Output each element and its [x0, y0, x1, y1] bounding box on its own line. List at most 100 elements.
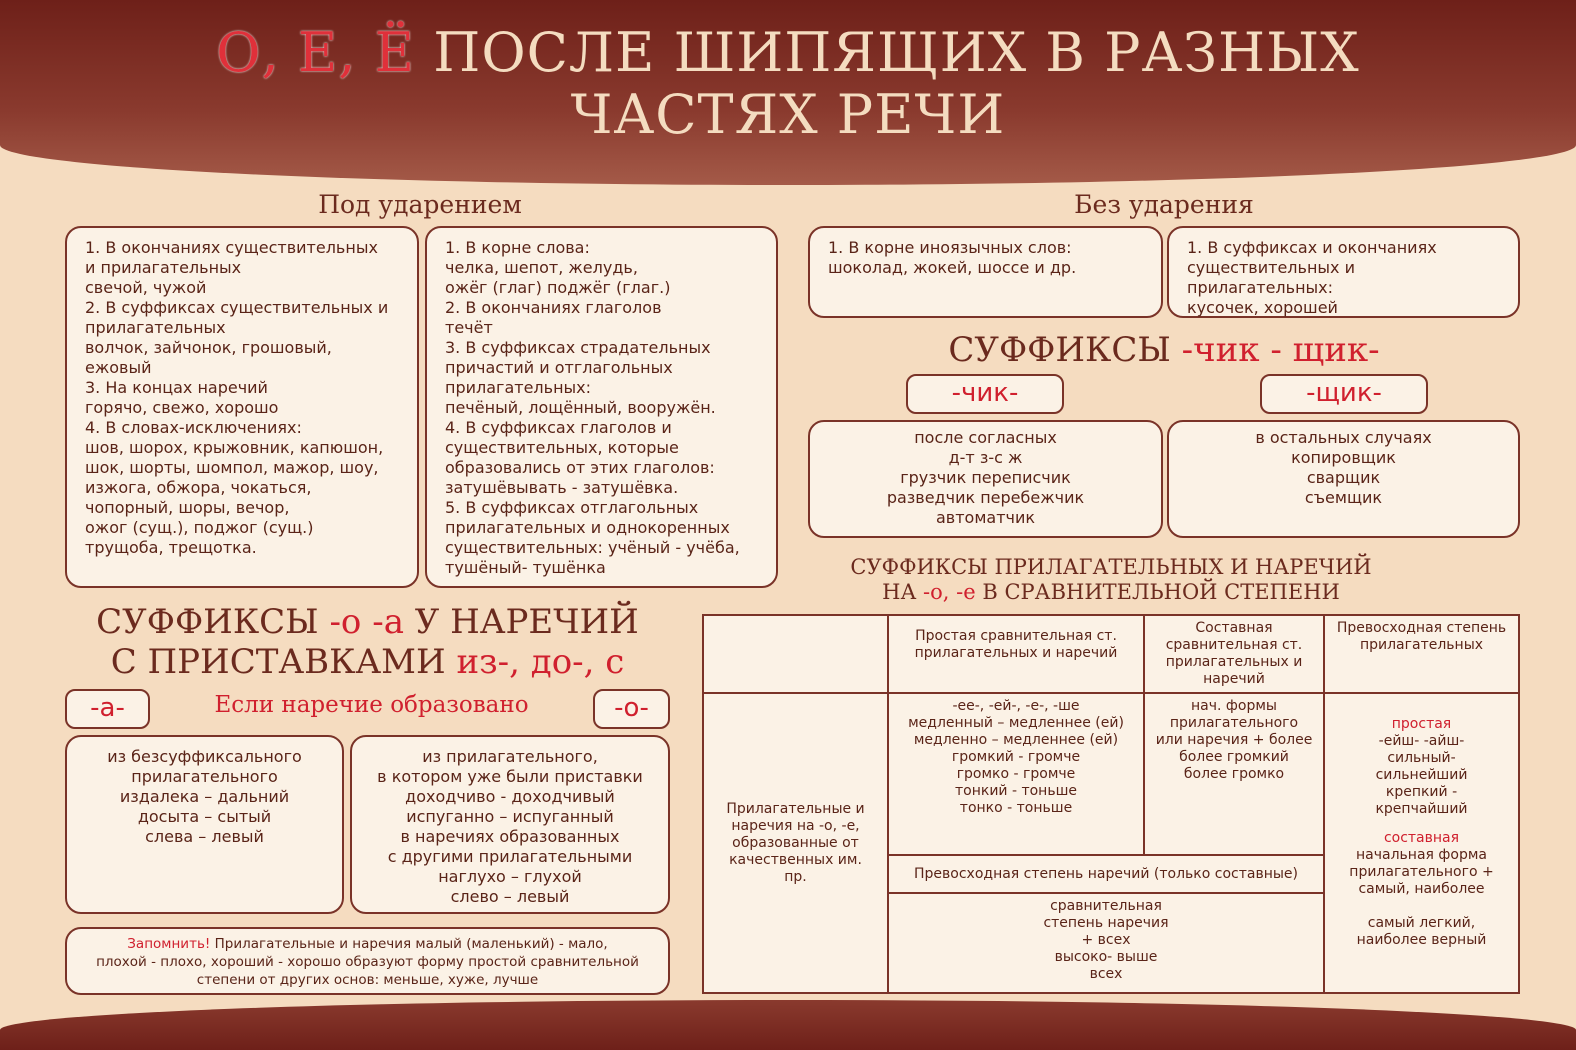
title-line1: ПОСЛЕ ШИПЯЩИХ В РАЗНЫХ [433, 21, 1360, 84]
text-line: волчок, зайчонок, грошовый, [85, 338, 332, 357]
text-line: шоколад, жокей, шоссе и др. [828, 258, 1077, 277]
text-line: нач. формы [1191, 698, 1277, 714]
text-line: всех [1089, 966, 1123, 982]
text-line: в котором уже были приставки [377, 767, 643, 786]
note-label: Запомнить! [127, 936, 211, 952]
adverbs-heading: СУФФИКСЫ -о -а У НАРЕЧИЙ С ПРИСТАВКАМИ и… [65, 602, 670, 682]
text-line: 1. В суффиксах и окончаниях [1187, 238, 1437, 257]
chik-suffixes: -чик - щик- [1181, 330, 1380, 370]
unstressed-col1: 1. В корне иноязычных слов:шоколад, жоке… [808, 226, 1163, 318]
text-line: тонкий - тоньше [954, 783, 1078, 799]
superlative-label: составная [1383, 830, 1460, 846]
text-line: грузчик переписчик [900, 468, 1071, 487]
text-line: существительных и [1187, 258, 1355, 277]
text-line: прилагательных и однокоренных [445, 518, 730, 537]
text-line: крепкий - [1385, 784, 1458, 800]
chik-pill: -чик- [906, 374, 1064, 414]
title-line2: ЧАСТЯХ РЕЧИ [570, 83, 1006, 146]
text-line: прилагательного + [1349, 864, 1494, 880]
text-line: 1. В корне иноязычных слов: [828, 238, 1072, 257]
text-line: прилагательных: [445, 378, 592, 397]
text-line: + всех [1081, 932, 1131, 948]
text-line: 1. В окончаниях существительных [85, 238, 378, 257]
chik-title: СУФФИКСЫ [948, 330, 1171, 370]
text-line: образовались от этих глаголов: [445, 458, 715, 477]
text-line: прилагательных: [1187, 278, 1334, 297]
text-line: прилагательных [85, 318, 226, 337]
comp-h1: СУФФИКСЫ ПРИЛАГАТЕЛЬНЫХ И НАРЕЧИЙ [850, 555, 1372, 579]
note-line: Прилагательные и наречия малый (маленьки… [214, 936, 608, 952]
remember-note: Запомнить! Прилагательные и наречия малы… [65, 927, 670, 995]
text-line: сильнейший [1375, 767, 1468, 783]
adv-h1c: У НАРЕЧИЙ [414, 602, 639, 642]
text-line: челка, шепот, желудь, [445, 258, 638, 277]
text-line: д-т з-с ж [948, 448, 1023, 467]
text-line: с другими прилагательными [387, 847, 633, 866]
text-line: сильный- [1387, 750, 1456, 766]
adverb-condition: Если наречие образовано [214, 692, 529, 718]
text-line: тушёный- тушёнка [445, 558, 606, 577]
text-line: 4. В суффиксах глаголов и [445, 418, 672, 437]
note-line: плохой - плохо, хороший - хорошо образую… [96, 954, 639, 970]
adv-h1b: -о -а [329, 602, 404, 642]
text-line: медленно – медленнее (ей) [913, 732, 1119, 748]
text-line: автоматчик [935, 508, 1036, 527]
text-line: ежовый [85, 358, 152, 377]
text-line: испуганно – испуганный [406, 807, 614, 826]
text-line: затушёвывать - затушёвка. [445, 478, 679, 497]
text-line: после согласных [914, 428, 1057, 447]
text-line: наглухо – глухой [438, 867, 582, 886]
text-line: 3. В суффиксах страдательных [445, 338, 711, 357]
text-line: и прилагательных [85, 258, 242, 277]
empty-cell [702, 614, 889, 694]
unstressed-heading: Без ударения [1074, 190, 1254, 219]
text-line: издалека – дальний [119, 787, 290, 806]
text-line: самый, наиболее [1358, 881, 1485, 897]
pill-a: -а- [65, 689, 150, 729]
text-line: шок, шорты, шомпол, мажор, шоу, [85, 458, 379, 477]
adverb-right-box: из прилагательного,в котором уже были пр… [350, 735, 670, 914]
text-line: доходчиво - доходчивый [405, 787, 615, 806]
text-line: из безсуффиксального [107, 747, 302, 766]
header-superlative: Превосходная степень прилагательных [1323, 614, 1520, 694]
text-line: течёт [445, 318, 493, 337]
text-line [1329, 898, 1514, 915]
stressed-heading: Под ударением [318, 190, 522, 219]
text-line: 2. В суффиксах существительных и [85, 298, 389, 317]
text-line: начальная форма [1356, 847, 1487, 863]
text-line: кусочек, хорошей [1187, 298, 1338, 317]
header-simple: Простая сравнительная ст. прилагательных… [887, 614, 1145, 694]
text-line: крепчайший [1375, 801, 1468, 817]
text-line: досыта – сытый [137, 807, 272, 826]
text-line: слево – левый [450, 887, 570, 906]
comp-h2b: -о, -е [923, 580, 976, 604]
comparative-table: Простая сравнительная ст. прилагательных… [702, 614, 1520, 994]
text-line: разведчик перебежчик [886, 488, 1085, 507]
superlative-label: простая [1391, 716, 1452, 732]
text-line: сварщик [1306, 468, 1381, 487]
text-line: 3. На концах наречий [85, 378, 268, 397]
row-label: Прилагательные и наречия на -о, -е, обра… [702, 692, 889, 994]
text-line: более громко [1183, 766, 1285, 782]
text-line: сравнительная [1050, 898, 1162, 914]
text-line: самый легкий, [1367, 915, 1476, 931]
text-line: степень наречия [1043, 915, 1169, 931]
text-line: шов, шорох, крыжовник, капюшон, [85, 438, 384, 457]
comparative-heading: СУФФИКСЫ ПРИЛАГАТЕЛЬНЫХ И НАРЕЧИЙ НА -о,… [702, 555, 1520, 605]
comp-h2c: В СРАВНИТЕЛЬНОЙ СТЕПЕНИ [982, 580, 1340, 604]
header-band [0, 0, 1576, 185]
page-title: О, Е, Ё ПОСЛЕ ШИПЯЩИХ В РАЗНЫХ ЧАСТЯХ РЕ… [0, 22, 1576, 146]
adv-sup-header: Превосходная степень наречий (только сос… [887, 854, 1325, 894]
adv-h2a: С ПРИСТАВКАМИ [110, 642, 446, 682]
shchik-pill: -щик- [1260, 374, 1428, 414]
text-line: высоко- выше [1054, 949, 1158, 965]
text-line: громкий - громче [951, 749, 1081, 765]
